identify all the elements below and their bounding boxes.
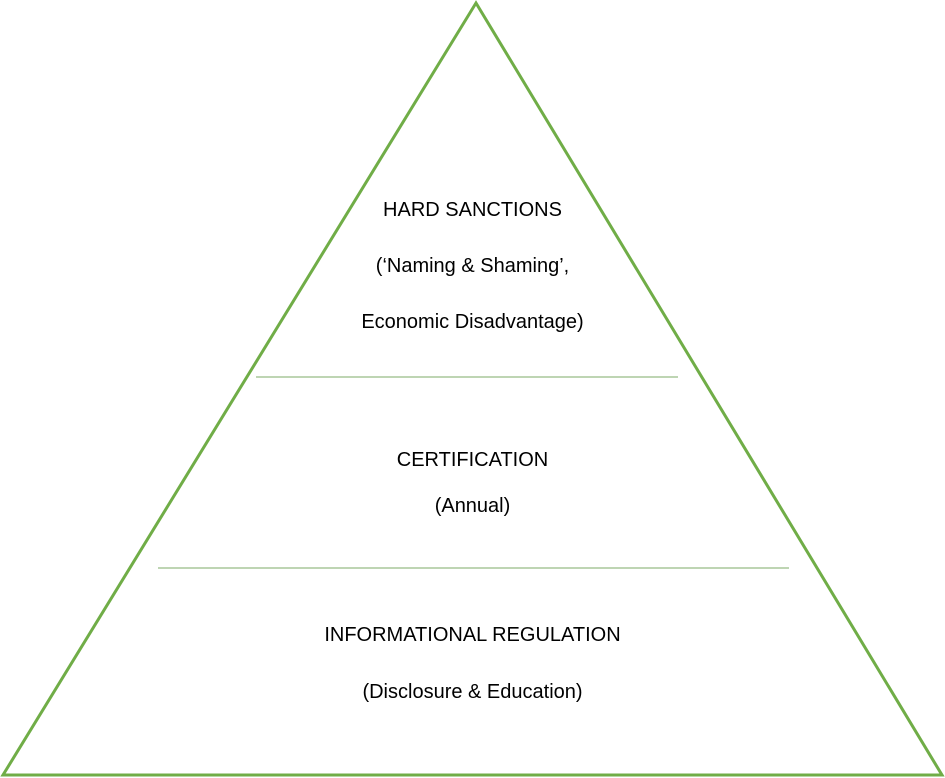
tier-hard-sanctions-subtitle-line1: (‘Naming & Shaming’, — [375, 255, 570, 277]
tier-informational-regulation-subtitle: (Disclosure & Education) — [362, 681, 583, 703]
tier-informational-regulation-title: INFORMATIONAL REGULATION — [324, 624, 621, 646]
tier-hard-sanctions-title: HARD SANCTIONS — [383, 199, 562, 221]
tier-certification-title: CERTIFICATION — [396, 449, 549, 471]
tier-certification-subtitle: (Annual) — [434, 495, 511, 517]
tier-hard-sanctions-subtitle-line2: Economic Disadvantage) — [361, 311, 584, 333]
